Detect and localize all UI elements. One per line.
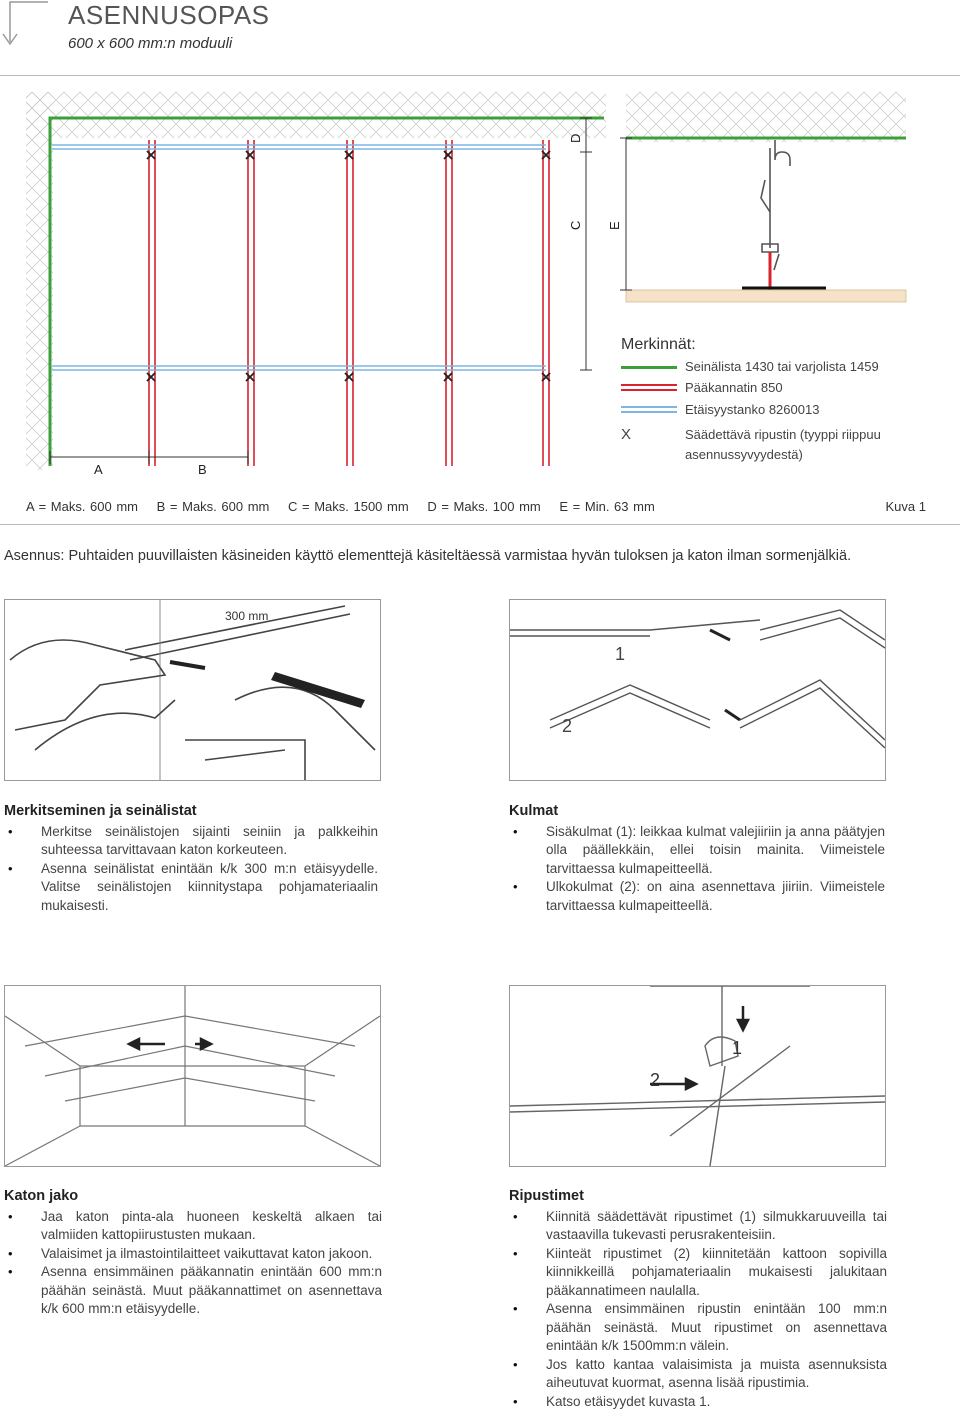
legend-label: Pääkannatin 850 [685,380,783,395]
list-item: Jos katto kantaa valaisimista ja muista … [509,1356,887,1393]
list-item: Kiinnitä säädettävät ripustimet (1) silm… [509,1208,887,1245]
intro-text: Asennus: Puhtaiden puuvillaisten käsinei… [4,548,852,564]
list-item: Asenna ensimmäinen ripustin enintään 100… [509,1300,887,1356]
hanger-sketch: 1 2 [510,986,885,1166]
list-item: Katso etäisyydet kuvasta 1. [509,1393,887,1412]
section-heading: Merkitseminen ja seinälistat [4,803,197,819]
corner-sketch: 1 2 [510,609,885,749]
legend-line-blue [621,411,677,413]
section-marking: Merkitseminen ja seinälistat Merkitse se… [4,802,378,915]
measure-label: 300 mm [225,609,268,623]
section-corners: Kulmat Sisäkulmat (1): leikkaa kulmat va… [509,802,885,915]
legend-line-red [621,384,677,386]
illustration-marking: 300 mm [4,599,381,781]
hanger-label-2: 2 [650,1070,660,1090]
dimension-d: D = Maks. 100 mm [427,499,541,514]
dimension-a: A = Maks. 600 mm [26,499,139,514]
figure-label: Kuva 1 [885,499,926,514]
corner-arrow-icon [2,1,48,46]
section-heading: Ripustimet [509,1188,584,1204]
label-d: D [568,134,583,143]
section-heading: Katon jako [4,1188,79,1204]
illustration-ceiling-grid [4,985,381,1167]
section-hangers: Ripustimet Kiinnitä säädettävät ripustim… [509,1187,887,1411]
label-a: A [94,462,103,477]
hanger-label-1: 1 [732,1038,742,1058]
legend-line-green [621,366,677,369]
dimensions-line: A = Maks. 600 mm B = Maks. 600 mm C = Ma… [26,499,669,514]
corner-label-1: 1 [615,644,625,664]
divider [0,75,960,76]
divider [0,524,960,525]
legend-label: Etäisyystanko 8260013 [685,402,820,417]
illustration-corners: 1 2 [509,599,886,781]
legend-line-red [621,389,677,391]
list-item: Merkitse seinälistojen sijainti seiniin … [4,823,378,860]
list-item: Ulkokulmat (2): on aina asennettava jiir… [509,878,885,915]
label-c: C [568,221,583,230]
ceiling-grid-sketch [5,986,380,1166]
hanger-symbol: X [621,426,632,443]
dimension-b: B = Maks. 600 mm [156,499,270,514]
legend-label: asennussyvyydestä) [685,447,803,462]
page-title: ASENNUSOPAS [68,0,270,30]
legend-line-blue [621,406,677,408]
label-b: B [198,462,207,477]
list-item: Kiinteät ripustimet (2) kiinnitetään kat… [509,1245,887,1301]
legend-label: Seinälista 1430 tai varjolista 1459 [685,359,879,374]
dimension-e: E = Min. 63 mm [559,499,655,514]
list-item: Asenna seinälistat enintään k/k 300 m:n … [4,860,378,916]
list-item: Jaa katon pinta-ala huoneen keskeltä alk… [4,1208,382,1245]
ceiling-layout-diagram: A B C D E [26,92,907,477]
list-item: Sisäkulmat (1): leikkaa kulmat valejiiri… [509,823,885,879]
section-heading: Kulmat [509,803,559,819]
legend-heading: Merkinnät: [621,336,696,353]
page-subtitle: 600 x 600 mm:n moduuli [68,35,233,52]
dimension-c: C = Maks. 1500 mm [288,499,409,514]
label-e: E [607,221,622,230]
list-item: Asenna ensimmäinen pääkannatin enintään … [4,1263,382,1319]
section-ceiling-division: Katon jako Jaa katon pinta-ala huoneen k… [4,1187,382,1319]
corner-label-2: 2 [562,716,572,736]
drill-sketch: 300 mm [9,600,376,780]
list-item: Valaisimet ja ilmastointilaitteet vaikut… [4,1245,382,1264]
legend-label: Säädettävä ripustin (tyyppi riippuu [685,427,881,442]
illustration-hangers: 1 2 [509,985,886,1167]
